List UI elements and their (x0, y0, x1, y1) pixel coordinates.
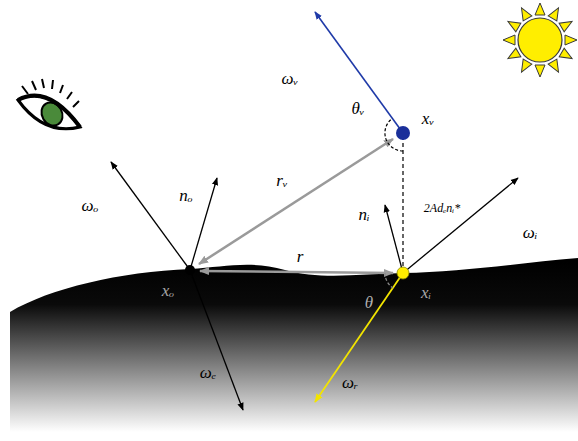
r-v-label: rᵥ (276, 172, 287, 189)
omega-r-arrow (315, 273, 403, 402)
omega-v-arrow (315, 12, 403, 133)
offset-label: 2Adₑnᵢ* (424, 202, 460, 214)
point-x-v (396, 126, 410, 140)
omega-v-label: ωᵥ (282, 70, 299, 87)
eye-symbol (18, 79, 80, 129)
point-x-i (397, 267, 409, 279)
theta-v-label: θᵥ (351, 100, 364, 117)
surface-ground (10, 258, 578, 441)
sun-symbol (503, 3, 577, 77)
normal-i-label: nᵢ (358, 206, 369, 223)
x-o-label: xₒ (162, 282, 174, 299)
r-v-distance (199, 139, 393, 264)
normal-i-arrow (385, 205, 403, 273)
omega-e-arrow (190, 270, 243, 410)
x-i-label: xᵢ (421, 284, 431, 301)
omega-o-arrow (111, 162, 190, 270)
r-label: r (297, 248, 304, 265)
omega-i-arrow (403, 178, 518, 273)
point-x-o (185, 265, 195, 275)
x-v-label: xᵥ (422, 110, 434, 127)
omega-e-label: ωₑ (200, 364, 216, 381)
omega-o-label: ωₒ (82, 197, 99, 214)
omega-i-label: ωᵢ (523, 224, 538, 241)
virtual-offset-line (402, 133, 403, 273)
theta-arc (385, 273, 393, 288)
omega-r-label: ωᵣ (342, 374, 358, 391)
r-distance (200, 271, 393, 273)
theta-label: θ (365, 294, 373, 311)
normal-o-label: nₒ (179, 187, 192, 204)
